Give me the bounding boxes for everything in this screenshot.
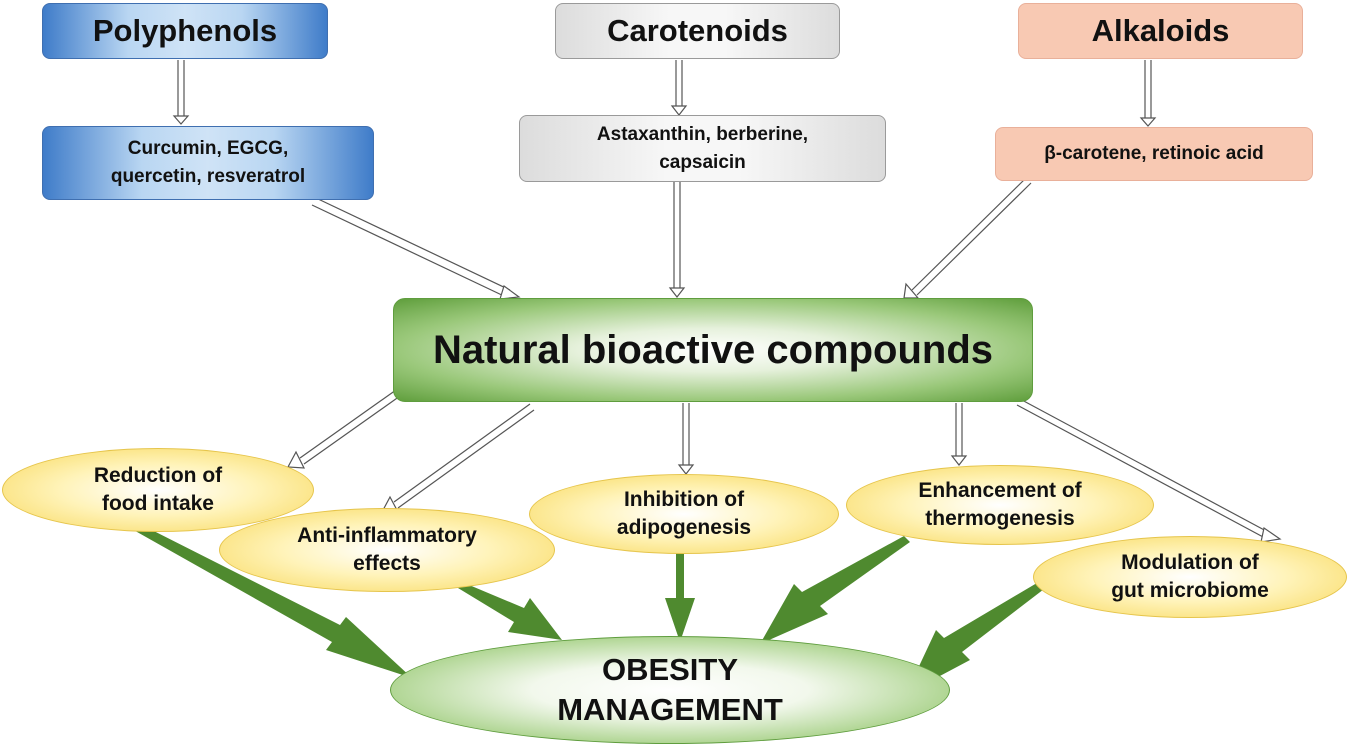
natural-bioactive-compounds: Natural bioactive compounds <box>393 298 1033 402</box>
examples-polyphenols: Curcumin, EGCG, quercetin, resveratrol <box>42 126 374 200</box>
arrow-polyphenols-to-center <box>311 197 521 300</box>
outcome-line2: MANAGEMENT <box>557 692 783 727</box>
examples-alkaloids: β-carotene, retinoic acid <box>995 127 1313 181</box>
effect-food-intake-line1: Reduction of <box>93 464 223 487</box>
category-carotenoids: Carotenoids <box>555 3 840 59</box>
arrow-alkaloids-to-examples <box>1139 60 1157 127</box>
arrow-center-to-gut-microbiome <box>1016 398 1282 543</box>
effect-thermogenesis-line2: thermogenesis <box>925 507 1075 530</box>
effect-food-intake-line2: food intake <box>101 492 214 515</box>
green-arrow-adipogenesis <box>665 548 695 642</box>
green-arrows <box>130 522 1048 694</box>
effect-gut-microbiome-line2: gut microbiome <box>1111 579 1269 602</box>
effect-adipogenesis-line2: adipogenesis <box>616 516 752 539</box>
arrow-center-to-food-intake <box>287 389 401 469</box>
green-arrow-food-intake <box>130 522 412 678</box>
effect-adipogenesis-line1: Inhibition of <box>623 488 745 511</box>
effect-anti-inflammatory-line1: Anti-inflammatory <box>297 524 477 547</box>
category-alkaloids: Alkaloids <box>1018 3 1303 59</box>
effect-anti-inflammatory: Anti-inflammatory effects <box>219 508 555 592</box>
arrow-alkaloids-to-center <box>903 177 1032 299</box>
arrow-center-to-thermogenesis <box>950 403 968 466</box>
category-carotenoids-label: Carotenoids <box>607 13 788 48</box>
effect-thermogenesis-line1: Enhancement of <box>918 479 1082 502</box>
effect-gut-microbiome: Modulation of gut microbiome <box>1033 536 1347 618</box>
arrow-carotenoids-to-center <box>668 182 686 298</box>
category-alkaloids-label: Alkaloids <box>1091 13 1230 48</box>
category-polyphenols-label: Polyphenols <box>92 13 278 48</box>
effect-gut-microbiome-line1: Modulation of <box>1121 551 1259 574</box>
effect-adipogenesis: Inhibition of adipogenesis <box>529 474 839 554</box>
examples-carotenoids-line2: capsaicin <box>659 151 746 173</box>
arrow-polyphenols-to-examples <box>172 60 190 125</box>
examples-carotenoids-line1: Astaxanthin, berberine, <box>596 123 809 145</box>
examples-polyphenols-line2: quercetin, resveratrol <box>110 166 306 187</box>
arrow-center-to-anti-inflammatory <box>381 403 535 513</box>
green-arrow-anti-inflammatory <box>458 582 562 640</box>
center-label: Natural bioactive compounds <box>432 327 994 372</box>
effect-thermogenesis: Enhancement of thermogenesis <box>846 465 1154 545</box>
effect-anti-inflammatory-line2: effects <box>353 552 421 575</box>
obesity-management: OBESITY MANAGEMENT <box>390 636 950 744</box>
examples-carotenoids: Astaxanthin, berberine, capsaicin <box>519 115 886 182</box>
green-arrow-thermogenesis <box>760 536 910 644</box>
effect-food-intake: Reduction of food intake <box>2 448 314 532</box>
outcome-line1: OBESITY <box>601 652 739 687</box>
green-arrow-gut-microbiome <box>906 580 1048 694</box>
arrow-carotenoids-to-examples <box>670 60 688 116</box>
examples-alkaloids-label: β-carotene, retinoic acid <box>1044 143 1264 164</box>
hollow-arrows <box>172 60 1282 543</box>
examples-polyphenols-line1: Curcumin, EGCG, <box>127 138 289 159</box>
arrow-center-to-adipogenesis <box>677 403 695 475</box>
category-polyphenols: Polyphenols <box>42 3 328 59</box>
